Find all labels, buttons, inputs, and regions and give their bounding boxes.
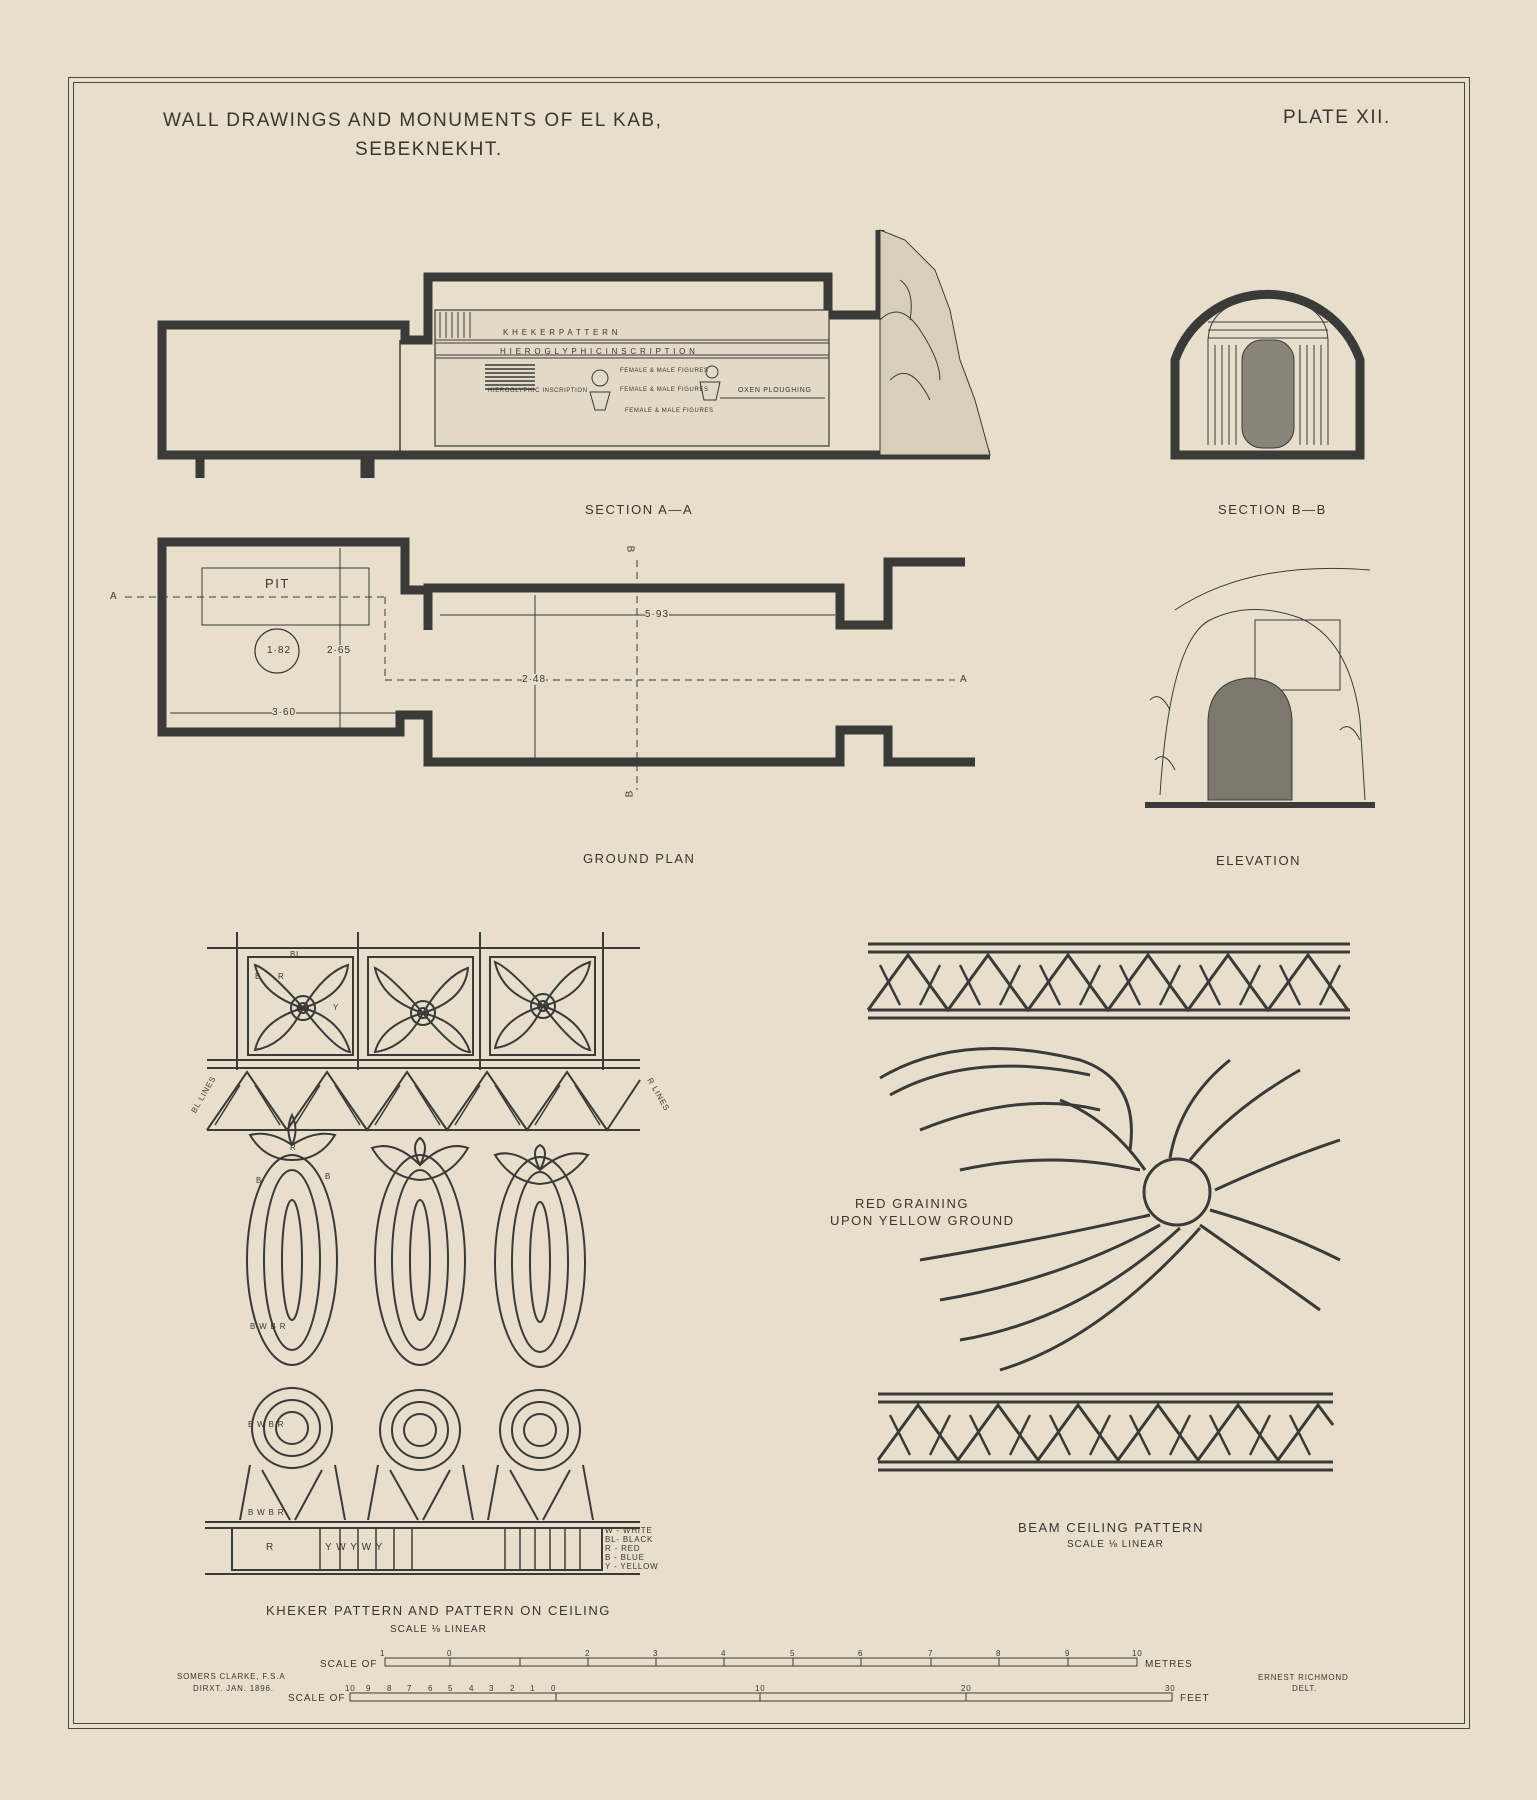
colour-legend: W - WHITE BL- BLACK R - RED B - BLUE Y -… xyxy=(605,1526,659,1571)
kheker-letter-y: Y xyxy=(333,1003,340,1012)
dim-5-93: 5·93 xyxy=(645,609,670,620)
draughtsman-credit: ERNEST RICHMOND xyxy=(1258,1673,1349,1682)
legend-black: BL- BLACK xyxy=(605,1535,654,1544)
section-bb-caption: SECTION B—B xyxy=(1218,502,1327,517)
feet-tick-label: 7 xyxy=(407,1684,413,1693)
metre-tick-label: 9 xyxy=(1065,1649,1071,1658)
plate-number: PLATE XII. xyxy=(1283,107,1391,128)
dim-2-48: 2·48 xyxy=(522,674,547,685)
dim-3-60: 3·60 xyxy=(272,707,297,718)
kheker-letter-bl2: BL xyxy=(296,1004,308,1013)
kheker-top-b2: B xyxy=(325,1172,332,1181)
beam-ceiling-drawing xyxy=(866,942,1350,1472)
elevation-caption: ELEVATION xyxy=(1216,853,1302,868)
pit-diameter: 1·82 xyxy=(267,645,292,656)
feet-scale-label: SCALE OF xyxy=(288,1693,346,1704)
metre-tick-label: 3 xyxy=(653,1649,659,1658)
kheker-letter-b: B xyxy=(255,972,262,981)
feet-tick-label: 10 xyxy=(345,1684,356,1693)
kheker-top-b1: B xyxy=(256,1176,263,1185)
section-mark-b-bottom: B xyxy=(624,789,636,798)
metre-tick-label: 7 xyxy=(928,1649,934,1658)
feet-tick-label: 6 xyxy=(428,1684,434,1693)
feet-tick-label: 8 xyxy=(387,1684,393,1693)
bar-label-ywywy: Y W Y W Y xyxy=(325,1542,384,1553)
section-bb-drawing xyxy=(1170,289,1365,460)
author-date: DIRXT. JAN. 1896. xyxy=(193,1684,274,1693)
ground-plan-caption: GROUND PLAN xyxy=(583,851,696,866)
elevation-drawing xyxy=(1145,567,1375,808)
metre-tick-label: 2 xyxy=(585,1649,591,1658)
kheker-top-r: R xyxy=(290,1143,297,1152)
ground-plan-drawing xyxy=(125,537,975,790)
feet-unit: FEET xyxy=(1180,1693,1210,1704)
section-mark-b-top: B xyxy=(624,545,636,554)
plate-subtitle: SEBEKNEKHT. xyxy=(355,139,503,160)
feet-tick-label: 20 xyxy=(961,1684,972,1693)
feet-tick-label: 0 xyxy=(551,1684,557,1693)
scale-bars xyxy=(349,1657,1173,1702)
red-graining-line2: UPON YELLOW GROUND xyxy=(830,1213,1015,1228)
legend-blue: B - BLUE xyxy=(605,1553,645,1562)
section-aa-caption: SECTION A—A xyxy=(585,502,694,517)
kheker-caption: KHEKER PATTERN AND PATTERN ON CEILING xyxy=(266,1603,611,1618)
metre-tick-label: 6 xyxy=(858,1649,864,1658)
pit-label: PIT xyxy=(265,576,290,591)
kheker-letter-r: R xyxy=(278,972,285,981)
feet-tick-label: 5 xyxy=(448,1684,454,1693)
outer-frame xyxy=(68,77,1470,1729)
figures-label-3: FEMALE & MALE FIGURES xyxy=(625,408,714,414)
metres-unit: METRES xyxy=(1145,1659,1193,1670)
kheker-ceiling-drawing xyxy=(205,932,641,1575)
section-mark-a-right: A xyxy=(960,674,968,685)
metre-tick-label: 10 xyxy=(1132,1649,1143,1658)
metre-tick-label: 8 xyxy=(996,1649,1002,1658)
kheker-scale: SCALE ⅛ LINEAR xyxy=(390,1624,487,1635)
feet-tick-label: 2 xyxy=(510,1684,516,1693)
figures-label-2: FEMALE & MALE FIGURES xyxy=(620,387,709,393)
plate-title: WALL DRAWINGS AND MONUMENTS OF EL KAB, xyxy=(163,110,663,131)
hieroglyphic-small-label: HIEROGLYPHIC INSCRIPTION xyxy=(488,388,588,394)
author-credit: SOMERS CLARKE, F.S.A xyxy=(177,1672,286,1681)
metre-tick-label: 0 xyxy=(447,1649,453,1658)
feet-tick-label: 10 xyxy=(755,1684,766,1693)
kheker-label: K H E K E R P A T T E R N xyxy=(503,328,619,337)
kheker-bwbr-2: B W B R xyxy=(248,1420,285,1429)
feet-tick-label: 30 xyxy=(1165,1684,1176,1693)
bar-label-r: R xyxy=(266,1542,275,1553)
kheker-bwbr-1: B W B R xyxy=(250,1322,287,1331)
legend-red: R - RED xyxy=(605,1544,641,1553)
inner-frame xyxy=(73,82,1465,1724)
figures-label-1: FEMALE & MALE FIGURES xyxy=(620,368,709,374)
beam-caption: BEAM CEILING PATTERN xyxy=(1018,1520,1205,1535)
feet-tick-label: 1 xyxy=(530,1684,536,1693)
section-mark-a-left: A xyxy=(110,591,118,602)
metre-tick-label: 4 xyxy=(721,1649,727,1658)
feet-tick-label: 3 xyxy=(489,1684,495,1693)
feet-tick-label: 4 xyxy=(469,1684,475,1693)
metre-scale-label: SCALE OF xyxy=(320,1659,378,1670)
legend-white: W - WHITE xyxy=(605,1526,653,1535)
metre-tick-label: 5 xyxy=(790,1649,796,1658)
metre-tick-label: 1 xyxy=(380,1649,386,1658)
kheker-letter-bl: BL xyxy=(290,950,302,959)
oxen-label: OXEN PLOUGHING xyxy=(738,387,812,394)
dim-2-65: 2·65 xyxy=(327,645,352,656)
draughtsman-delt: DELT. xyxy=(1292,1684,1318,1693)
red-graining-line1: RED GRAINING xyxy=(855,1196,970,1211)
beam-scale: SCALE ⅛ LINEAR xyxy=(1067,1539,1164,1550)
legend-yellow: Y - YELLOW xyxy=(605,1562,659,1571)
kheker-bwbr-3: B W B R xyxy=(248,1508,285,1517)
section-aa-drawing xyxy=(157,229,991,478)
hieroglyphic-label: H I E R O G L Y P H I C I N S C R I P T … xyxy=(500,347,696,356)
feet-tick-label: 9 xyxy=(366,1684,372,1693)
